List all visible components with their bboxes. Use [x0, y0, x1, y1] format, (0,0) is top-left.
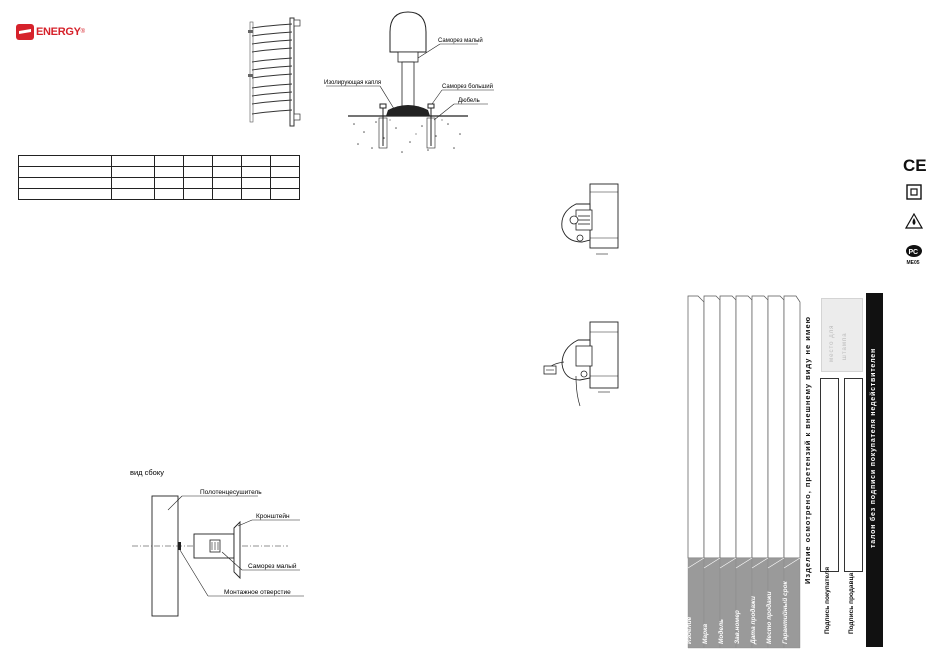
brand-name: ENERGY — [36, 26, 81, 38]
stamp-area — [821, 298, 863, 372]
warning-bar — [866, 293, 883, 647]
warranty-row-serial: Зав.номер — [734, 610, 741, 644]
warranty-row-warranty-period: Гарантийный срок — [782, 581, 789, 644]
ce-mark-icon: CE — [903, 156, 927, 175]
table-row — [18, 166, 301, 178]
buyer-signature-box[interactable] — [820, 378, 839, 572]
table-row — [18, 155, 301, 167]
table-cell — [18, 166, 112, 178]
table-cell — [211, 166, 242, 178]
bracket-illustration-1 — [561, 183, 619, 255]
table-row — [18, 177, 301, 189]
table-row — [18, 188, 301, 200]
warranty-row-product: Изделие — [686, 616, 693, 644]
table-cell — [182, 177, 213, 189]
table-cell — [269, 177, 301, 189]
towel-dryer-illustration — [248, 17, 301, 127]
brand-reg-mark: ® — [80, 29, 86, 35]
condition-statement: Изделие осмотрено, претензий к внешнему … — [803, 315, 812, 584]
rst-mark-code: МЕ05 — [906, 260, 920, 266]
seller-signature-label: Подпись продавца — [848, 572, 855, 634]
buyer-signature-label: Подпись покупателя — [824, 566, 831, 634]
svg-text:РС: РС — [909, 249, 919, 256]
rst-mark-icon: РС — [906, 245, 922, 257]
label-large-screw: Саморез больший — [442, 83, 493, 90]
warranty-row-model: Модель — [718, 618, 725, 644]
label-small-screw: Саморез малый — [248, 562, 297, 570]
table-cell — [18, 188, 112, 200]
table-cell — [240, 177, 271, 189]
side-view-title: вид сбоку — [130, 468, 164, 477]
warranty-row-sale-place: Место продажи — [766, 591, 773, 645]
logo-mark-icon — [16, 24, 34, 40]
table-cell — [240, 166, 271, 178]
spec-table — [18, 155, 301, 200]
table-cell — [110, 177, 155, 189]
table-cell — [153, 166, 184, 178]
table-cell — [153, 188, 184, 200]
drop-icon — [905, 213, 923, 229]
table-cell — [153, 155, 184, 167]
table-cell — [240, 155, 271, 167]
table-cell — [110, 155, 155, 167]
label-bracket: Кронштейн — [256, 512, 290, 520]
table-cell — [110, 188, 155, 200]
seller-signature-box[interactable] — [844, 378, 863, 572]
label-dowel: Дюбель — [458, 98, 480, 104]
table-cell — [110, 166, 155, 178]
table-cell — [182, 166, 213, 178]
side-view-diagram: вид сбоку Полотенцесушитель Кронштейн Са… — [130, 468, 304, 617]
table-cell — [182, 188, 213, 200]
table-cell — [153, 177, 184, 189]
table-cell — [18, 155, 112, 167]
label-insulating-cap: Изолирующая капля — [324, 80, 381, 86]
double-insulation-icon — [906, 184, 922, 200]
table-cell — [240, 188, 271, 200]
label-mounting-hole: Монтажное отверстие — [224, 589, 291, 596]
table-cell — [18, 177, 112, 189]
table-cell — [269, 166, 301, 178]
stamp-label-line1: место для — [829, 324, 835, 362]
label-small-screw: Саморез малый — [438, 37, 483, 44]
stamp-label-line2: штампа — [842, 332, 848, 360]
table-cell — [269, 188, 301, 200]
bracket-illustration-2 — [543, 321, 619, 407]
brand-logo: ENERGY ® — [16, 22, 96, 42]
table-cell — [211, 155, 242, 167]
warning-bar-text: талон без подписи покупателя недействите… — [870, 348, 877, 548]
table-cell — [211, 177, 242, 189]
table-cell — [269, 155, 301, 167]
table-cell — [182, 155, 213, 167]
warranty-columns — [687, 295, 801, 649]
warranty-row-brand: Марка — [702, 623, 709, 644]
warranty-row-sale-date: Дата продажи — [750, 596, 757, 644]
table-cell — [211, 188, 242, 200]
label-towel-dryer: Полотенцесушитель — [200, 489, 262, 496]
floor-mount-diagram: Саморез малый Изолирующая капля Саморез … — [324, 11, 494, 153]
